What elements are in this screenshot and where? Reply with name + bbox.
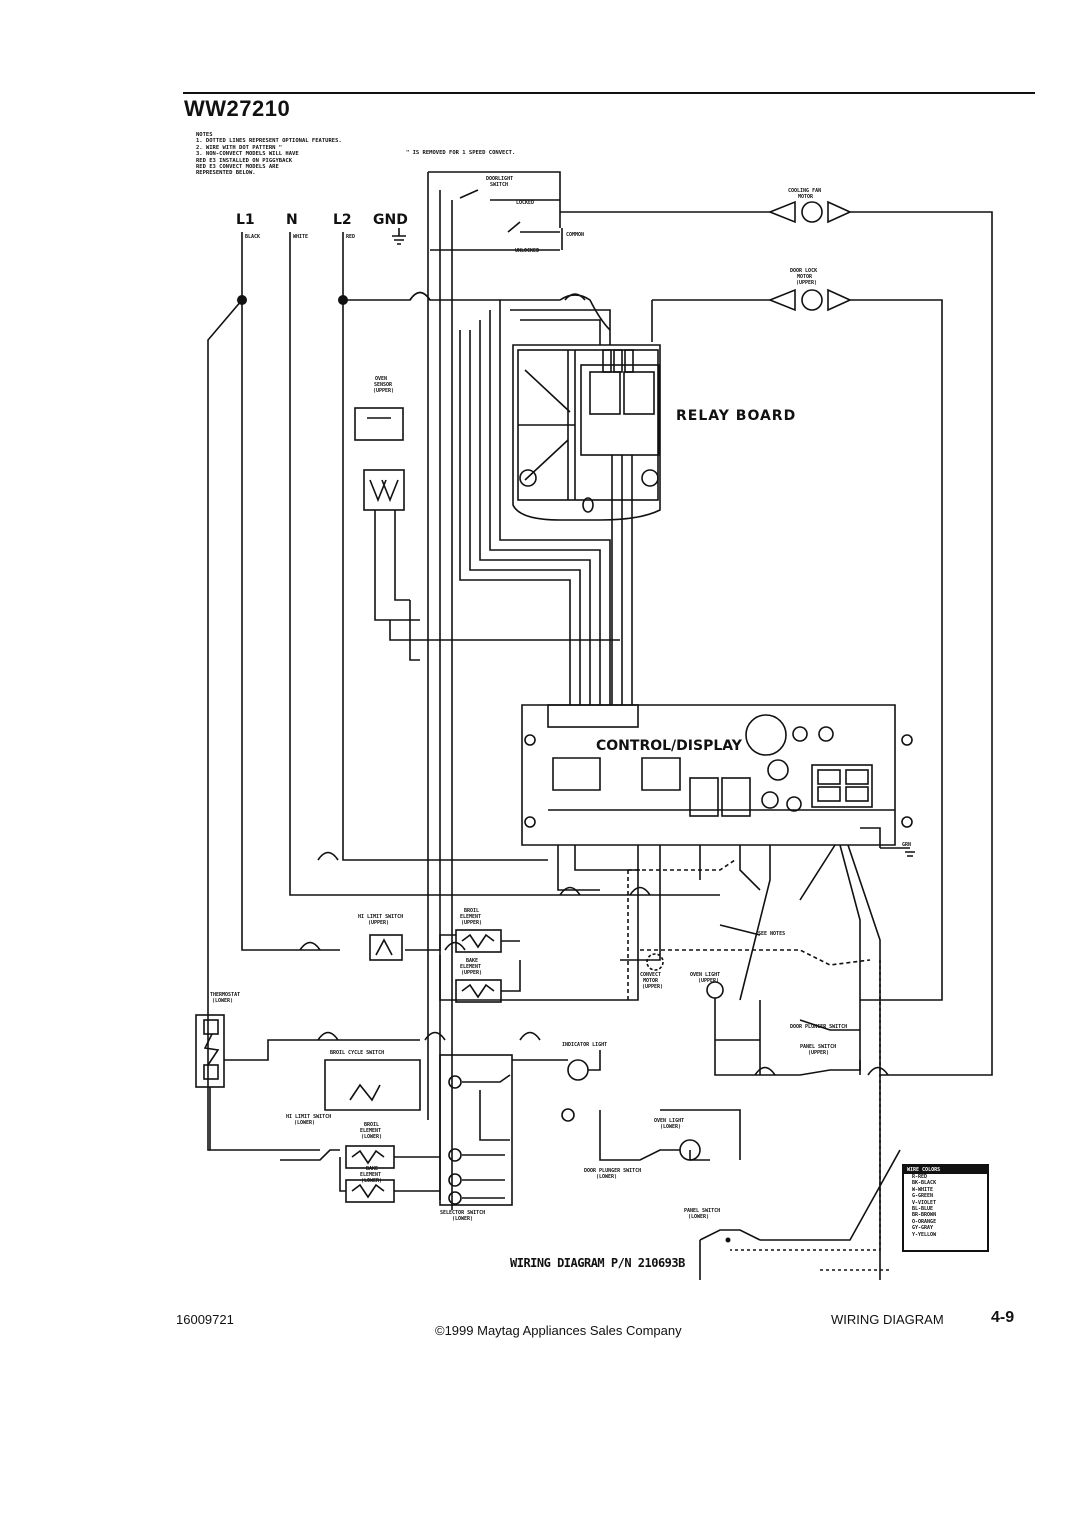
oven-sensor-label: SENSOR [374, 382, 393, 388]
doorlight-label: DOORLIGHT [486, 176, 513, 182]
locked-label: LOCKED [516, 200, 534, 206]
wire-color-item: V-VIOLET [912, 1199, 937, 1206]
panel-switch-upper-label: PANEL SWITCH [800, 1044, 836, 1050]
page-number: 4-9 [991, 1309, 1015, 1326]
wire-colors-legend: WIRE COLORS R-RED BK-BLACK W-WHITE G-GRE… [902, 1164, 989, 1252]
wire-color-item: BL-BLUE [912, 1206, 934, 1213]
broil-upper-label: BROIL [464, 908, 479, 914]
convect-motor-label: (UPPER) [642, 984, 663, 990]
hi-limit-lower-label: (LOWER) [294, 1120, 315, 1126]
bake-upper-label: ELEMENT [460, 964, 481, 970]
wire-label-white: WHITE [293, 234, 308, 240]
wire-color-item: W-WHITE [912, 1186, 934, 1193]
bake-lower-label: BAKE [366, 1166, 378, 1172]
notes-line: 1. DOTTED LINES REPRESENT OPTIONAL FEATU… [196, 138, 342, 145]
speed-note: " IS REMOVED FOR 1 SPEED CONVECT. [406, 150, 516, 156]
oven-sensor-label: (UPPER) [373, 388, 394, 394]
panel-switch-lower-label: PANEL SWITCH [684, 1208, 720, 1214]
unlocked-label: UNLOCKED [515, 248, 539, 254]
door-lock-label: (UPPER) [796, 280, 817, 286]
panel-switch-lower-label: (LOWER) [688, 1214, 709, 1220]
broil-cycle-label: BROIL CYCLE SWITCH [330, 1050, 384, 1056]
doc-number: 16009721 [176, 1312, 234, 1327]
notes-block: NOTES 1. DOTTED LINES REPRESENT OPTIONAL… [196, 132, 342, 177]
broil-lower-label: ELEMENT [360, 1128, 381, 1134]
oven-sensor-label: OVEN [375, 376, 387, 382]
bake-upper-label: BAKE [466, 958, 478, 964]
diagram-caption: WIRING DIAGRAM P/N 210693B [510, 1256, 685, 1270]
notes-title: NOTES [196, 132, 213, 138]
convect-motor-label: MOTOR [643, 978, 659, 984]
doorlight-label: SWITCH [490, 182, 508, 188]
wire-color-item: Y-YELLOW [912, 1231, 937, 1238]
broil-lower-label: (LOWER) [361, 1134, 382, 1140]
indicator-light-label: INDICATOR LIGHT [562, 1042, 607, 1048]
bake-lower-label: (LOWER) [361, 1178, 382, 1184]
notes-line: REPRESENTED BELOW. [196, 170, 256, 177]
wire-label-red: RED [346, 234, 355, 240]
wire-label-black: BLACK [245, 234, 260, 240]
notes-line: RED E3 CONVECT MODELS ARE [196, 164, 279, 171]
thermostat-label: (LOWER) [212, 998, 233, 1004]
hi-limit-lower-label: HI LIMIT SWITCH [286, 1114, 331, 1120]
cooling-fan-label: COOLING FAN [788, 188, 821, 194]
terminal-gnd: GND [373, 212, 408, 228]
broil-upper-label: ELEMENT [460, 914, 481, 920]
terminal-n: N [286, 212, 298, 228]
oven-light-upper-label: (UPPER) [698, 978, 719, 984]
oven-light-lower-label: OVEN LIGHT [654, 1118, 684, 1124]
hi-limit-upper-label: HI LIMIT SWITCH [358, 914, 403, 920]
grn-label: GRN [902, 842, 911, 848]
door-plunger-upper-label: DOOR PLUNGER SWITCH [790, 1024, 847, 1030]
see-notes-label: SEE NOTES [758, 931, 785, 937]
wire-color-item: G-GREEN [912, 1193, 934, 1200]
panel-switch-upper-label: (UPPER) [808, 1050, 829, 1056]
cooling-fan-label: MOTOR [798, 194, 814, 200]
oven-light-lower-label: (LOWER) [660, 1124, 681, 1130]
notes-line: 3. NON-CONVECT MODELS WILL HAVE [196, 151, 299, 158]
selector-switch-label: (LOWER) [452, 1216, 473, 1222]
common-label: COMMON [566, 232, 584, 238]
door-lock-label: DOOR LOCK [790, 268, 817, 274]
control-display-label: CONTROL/DISPLAY [596, 738, 743, 754]
door-lock-label: MOTOR [797, 274, 813, 280]
convect-motor-label: CONVECT [640, 972, 661, 978]
oven-light-upper-label: OVEN LIGHT [690, 972, 720, 978]
notes-line: RED E3 INSTALLED ON PIGGYBACK [196, 157, 293, 164]
header-rule [183, 92, 1035, 94]
wire-color-item: BK-BLACK [912, 1180, 937, 1187]
copyright: ©1999 Maytag Appliances Sales Company [435, 1323, 682, 1338]
hi-limit-upper-label: (UPPER) [368, 920, 389, 926]
door-plunger-lower-label: (LOWER) [596, 1174, 617, 1180]
relay-board-label: RELAY BOARD [676, 408, 796, 424]
wire-color-item: O-ORANGE [912, 1218, 937, 1225]
terminal-l2: L2 [333, 212, 352, 228]
wire-color-item: R-RED [912, 1174, 928, 1180]
thermostat-label: THERMOSTAT [210, 992, 240, 998]
bake-lower-label: ELEMENT [360, 1172, 381, 1178]
broil-upper-label: (UPPER) [461, 920, 482, 926]
bake-upper-label: (UPPER) [461, 970, 482, 976]
section-title: WIRING DIAGRAM [831, 1312, 944, 1327]
wire-color-item: GY-GRAY [912, 1225, 934, 1232]
selector-switch-label: SELECTOR SWITCH [440, 1210, 485, 1216]
model-number: WW27210 [184, 96, 291, 121]
terminal-l1: L1 [236, 212, 255, 228]
door-plunger-lower-label: DOOR PLUNGER SWITCH [584, 1168, 641, 1174]
wire-colors-title: WIRE COLORS [904, 1166, 987, 1174]
broil-lower-label: BROIL [364, 1122, 379, 1128]
notes-line: 2. WIRE WITH DOT PATTERN " [196, 144, 283, 151]
wire-color-item: BR-BROWN [912, 1212, 937, 1219]
